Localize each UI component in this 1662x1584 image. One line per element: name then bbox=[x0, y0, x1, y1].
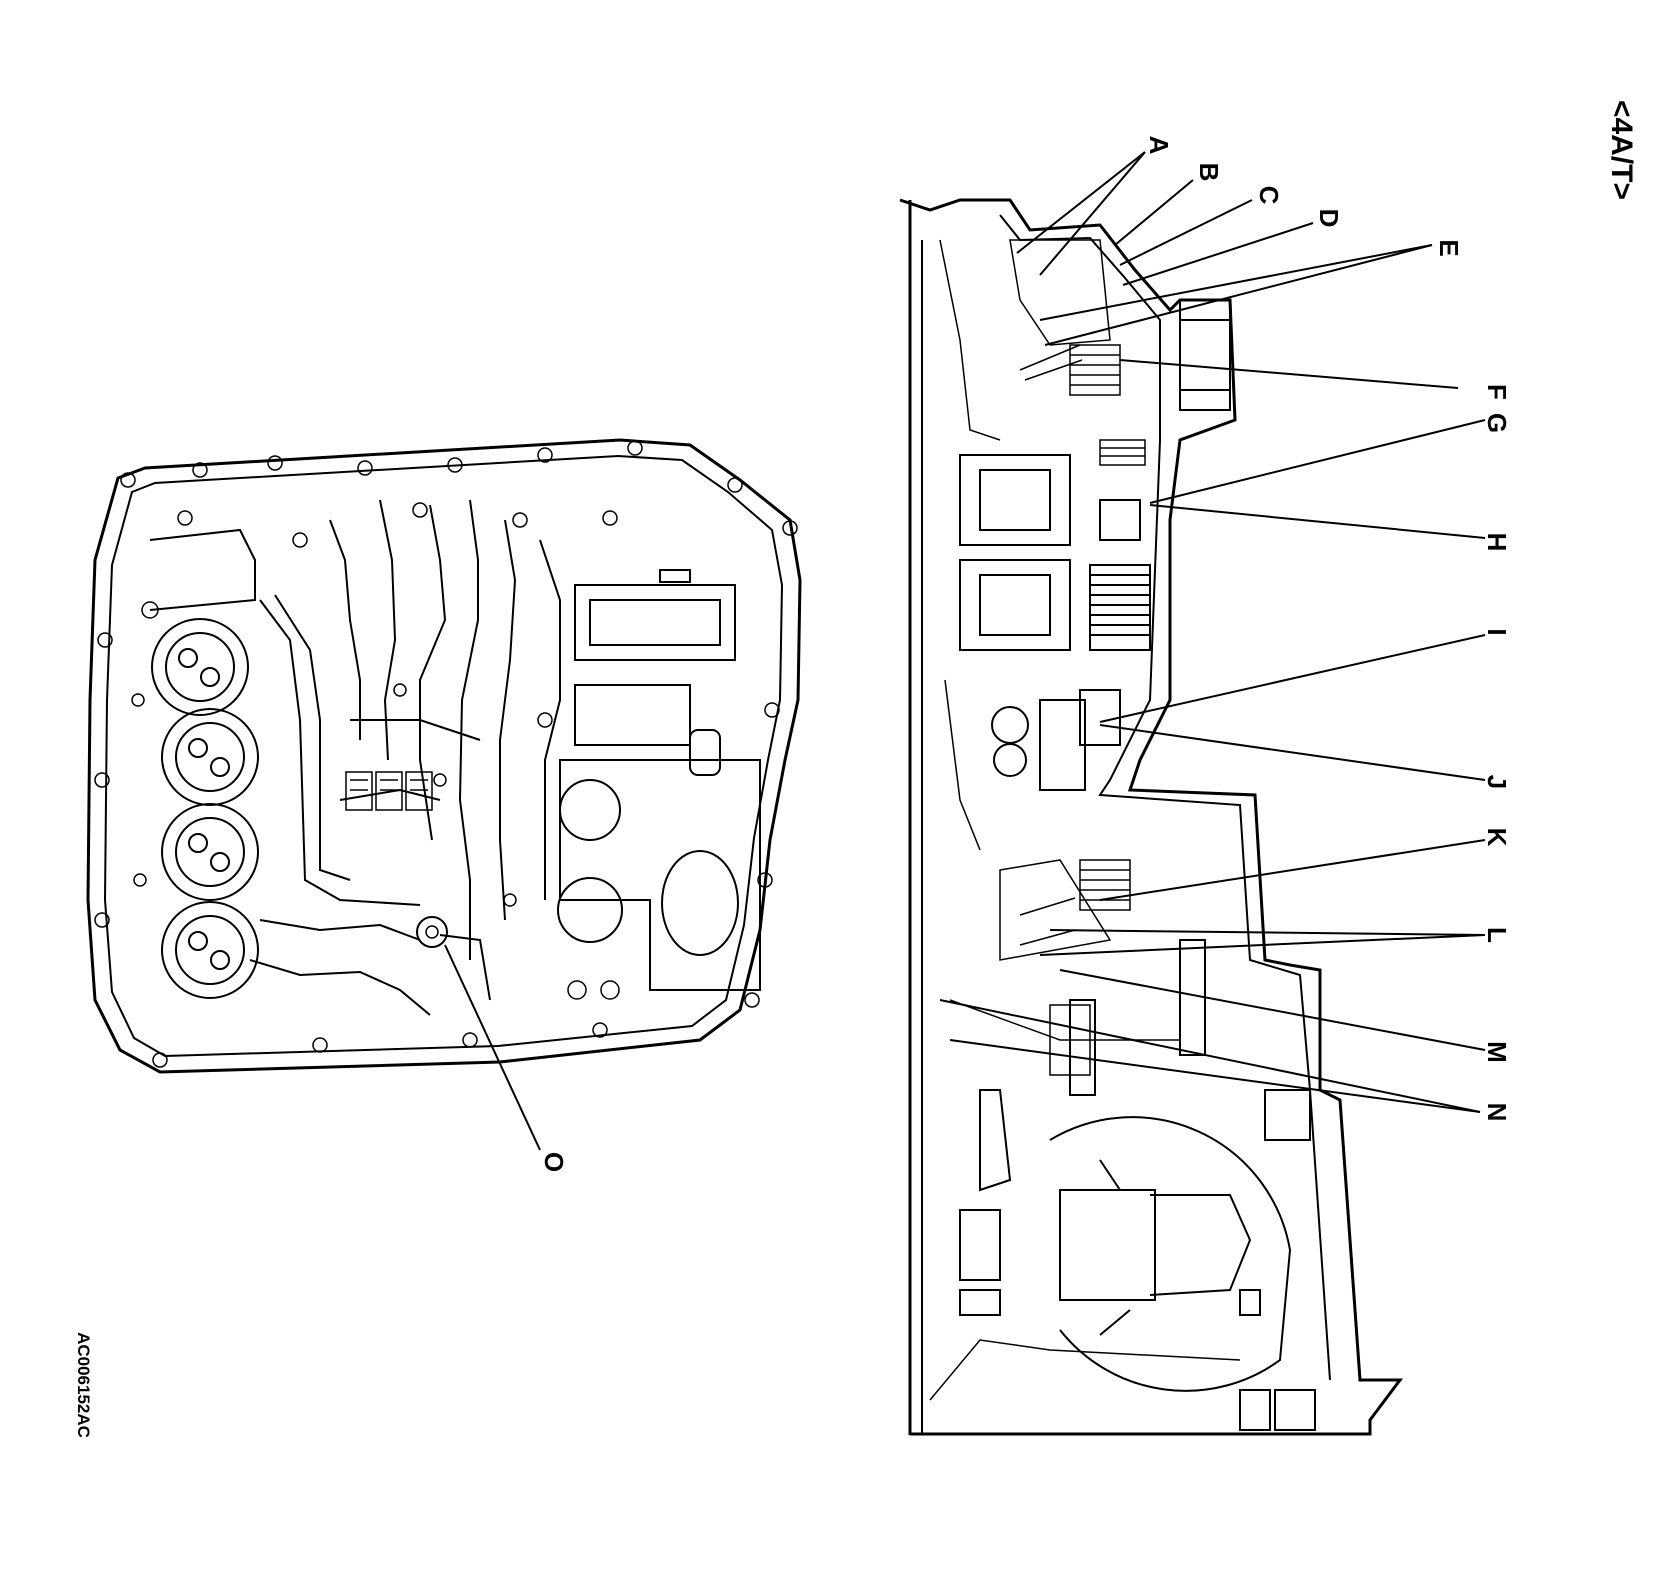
callout-g: G bbox=[1482, 413, 1512, 433]
callout-a: A bbox=[1144, 136, 1174, 155]
callout-n: N bbox=[1482, 1103, 1512, 1122]
callout-k: K bbox=[1482, 828, 1512, 847]
valve-body-drawing bbox=[86, 438, 802, 1074]
leader-lines bbox=[444, 151, 1486, 1151]
callout-h: H bbox=[1482, 533, 1512, 552]
figure-code: AC006152AC bbox=[74, 1332, 93, 1438]
callout-f: F bbox=[1482, 384, 1512, 400]
callout-labels: A B C D E F G H I J K L M N O bbox=[539, 136, 1512, 1173]
callout-m: M bbox=[1482, 1041, 1512, 1063]
section-tag: <4A/T> bbox=[1605, 100, 1638, 200]
callout-d: D bbox=[1314, 209, 1344, 228]
callout-i: I bbox=[1482, 628, 1512, 635]
callout-e: E bbox=[1434, 239, 1464, 256]
transmission-cross-section bbox=[899, 198, 1403, 1436]
callout-l: L bbox=[1482, 927, 1512, 943]
callout-b: B bbox=[1194, 163, 1224, 182]
callout-o: O bbox=[539, 1152, 569, 1172]
callout-c: C bbox=[1254, 186, 1284, 205]
callout-j: J bbox=[1482, 775, 1512, 789]
